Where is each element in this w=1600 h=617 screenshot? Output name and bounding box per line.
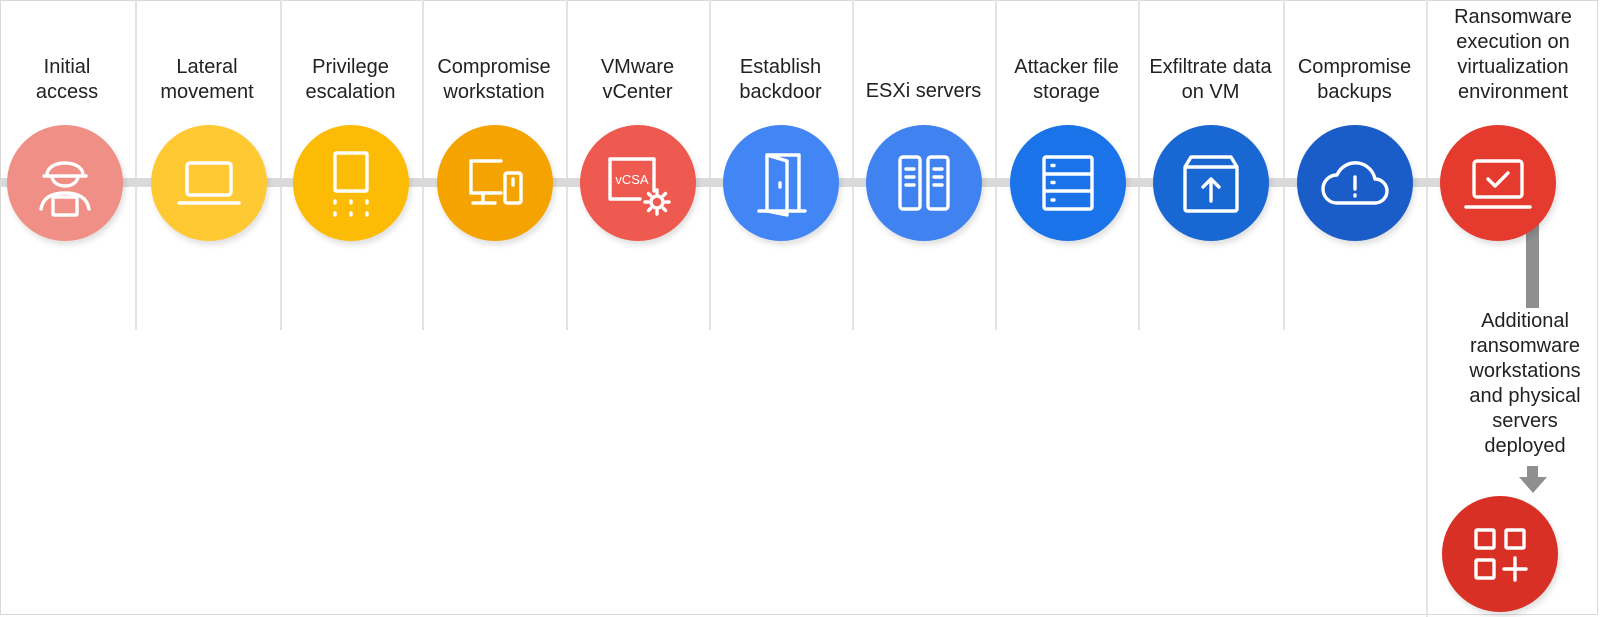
ransomware-execution-node: [1440, 125, 1556, 241]
establish-backdoor-node: [723, 125, 839, 241]
vcsa-icon: vCSA: [608, 157, 671, 216]
column-divider: [1426, 0, 1428, 617]
apps-add-icon: [1474, 528, 1528, 582]
compromise-backups-node: [1297, 125, 1413, 241]
flow-arrowhead-icon: [1519, 477, 1547, 493]
exfiltrate-data-node: [1153, 125, 1269, 241]
compromise-workstation-node: [437, 125, 553, 241]
final-step-label: Ransomware execution on virtualization e…: [1454, 6, 1572, 103]
esxi-servers-node: [866, 125, 982, 241]
flow-arrow-stem: [1527, 466, 1538, 478]
elevation-icon: [333, 151, 369, 217]
column-divider: [995, 0, 997, 330]
cloud-alert-icon: [1321, 161, 1389, 205]
vmware-vcenter-node: vCSA: [580, 125, 696, 241]
initial-access-node: [7, 125, 123, 241]
column-divider: [422, 0, 424, 330]
storage-icon: [1042, 155, 1094, 211]
lateral-movement-node: [151, 125, 267, 241]
flow-connector-vertical: [1526, 220, 1539, 308]
vcsa-text: vCSA: [615, 172, 649, 187]
column-divider: [852, 0, 854, 330]
column-divider: [709, 0, 711, 330]
step-label: ESXi servers: [865, 80, 982, 102]
column-divider: [135, 0, 137, 330]
door-icon: [757, 153, 807, 217]
additional-deployment-node: [1442, 496, 1558, 612]
laptop-check-icon: [1464, 159, 1532, 209]
attacker-file-storage-node: [1010, 125, 1126, 241]
column-divider: [1283, 0, 1285, 330]
hacker-icon: [39, 161, 91, 217]
deployed-step-label: Additional ransomware workstations and p…: [1469, 310, 1581, 457]
privilege-escalation-node: [293, 125, 409, 241]
upload-icon: [1183, 155, 1239, 213]
column-divider: [280, 0, 282, 330]
laptop-icon: [177, 161, 241, 205]
server-rack-icon: [898, 155, 950, 211]
column-divider: [566, 0, 568, 330]
workstation-icon: [469, 159, 523, 205]
column-divider: [1138, 0, 1140, 330]
